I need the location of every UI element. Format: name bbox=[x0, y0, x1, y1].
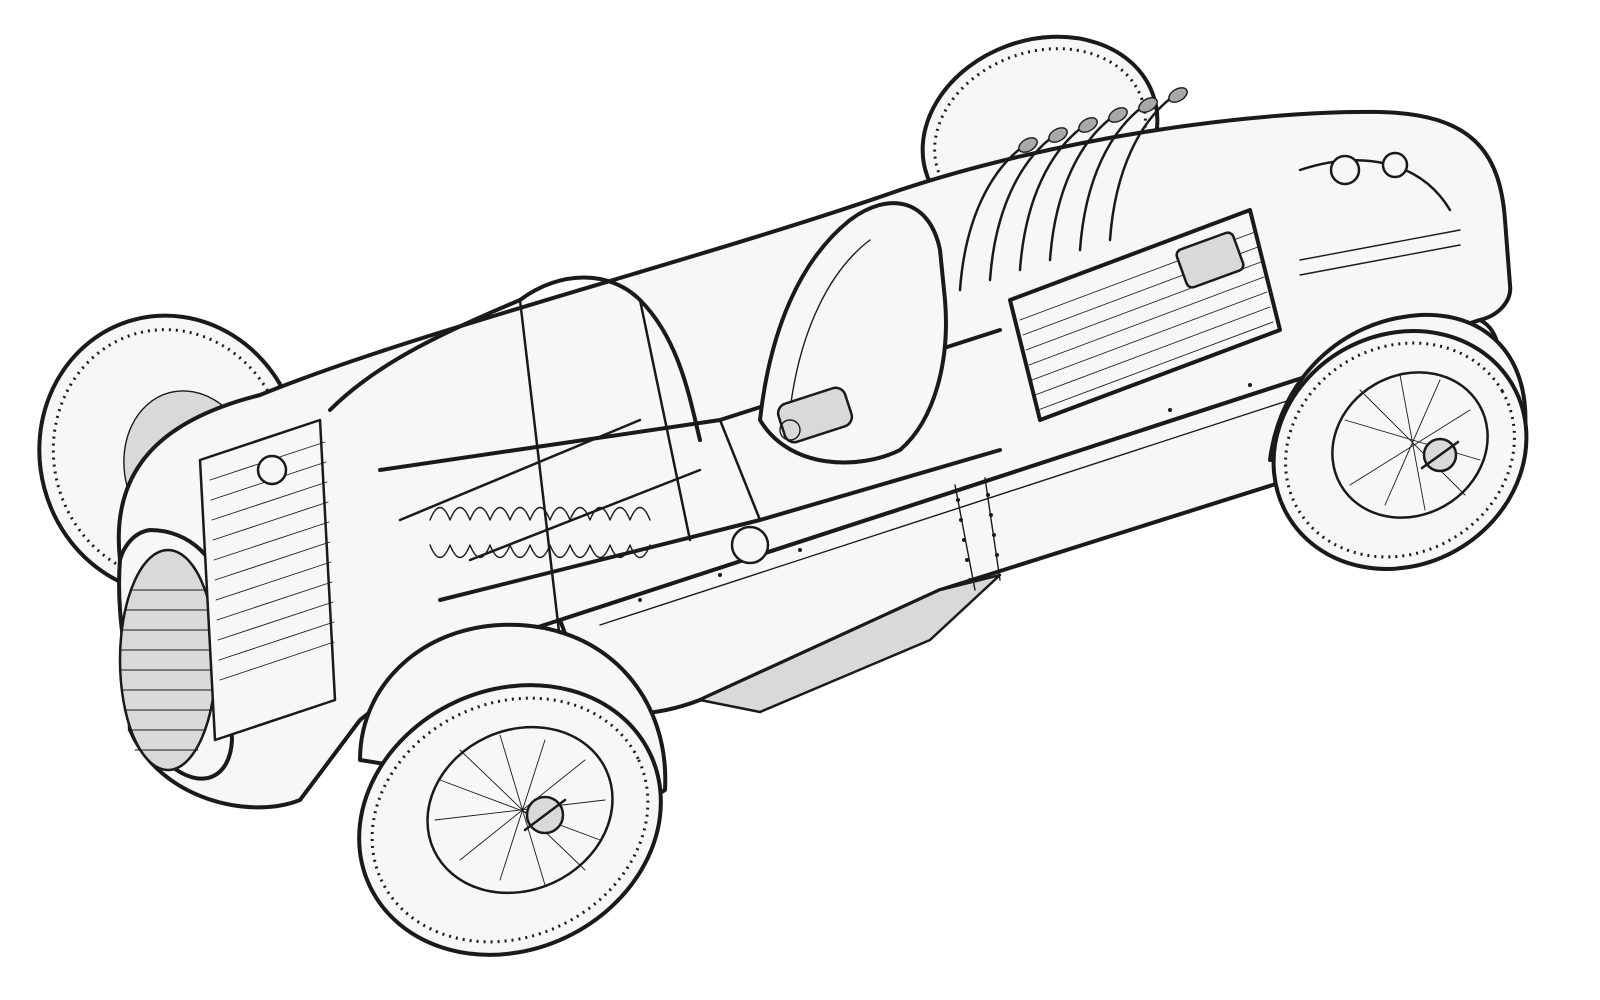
body-rivets bbox=[638, 358, 1332, 602]
front-coil-springs bbox=[429, 506, 651, 559]
front-wire-spokes bbox=[434, 734, 606, 886]
cockpit bbox=[758, 201, 948, 465]
supercharger-housing bbox=[1175, 231, 1245, 289]
exhaust-pipes bbox=[958, 87, 1188, 292]
grille-slats bbox=[120, 589, 217, 751]
nose-grille bbox=[117, 528, 234, 781]
tail-section bbox=[1298, 151, 1461, 276]
radiator-fins bbox=[209, 441, 335, 681]
radiator bbox=[198, 418, 337, 742]
oil-filler-cap bbox=[1381, 151, 1409, 179]
rear-right-wheel bbox=[1268, 312, 1529, 571]
engine bbox=[1008, 208, 1282, 422]
rear-wire-spokes bbox=[1344, 374, 1481, 511]
steering-column-joint bbox=[730, 525, 770, 565]
radiator-cap bbox=[256, 454, 288, 486]
fuel-filler-cap bbox=[1329, 154, 1361, 186]
front-right-wheel bbox=[357, 622, 668, 957]
fuel-tank-cylinder bbox=[776, 386, 854, 444]
front-bulkhead-hoop bbox=[328, 275, 702, 642]
